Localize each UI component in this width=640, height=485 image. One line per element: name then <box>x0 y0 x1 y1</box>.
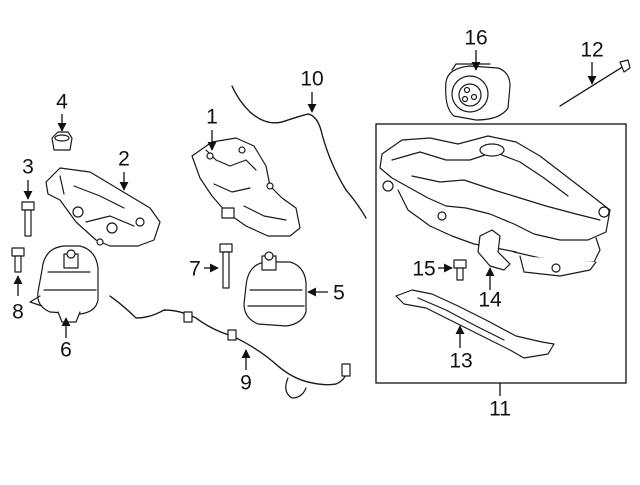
vacuum-line-part-9 <box>109 295 351 399</box>
bolt-part-15 <box>453 259 467 281</box>
mount-part-5 <box>243 251 307 327</box>
callout-15: 15 <box>412 257 436 281</box>
callout-16: 16 <box>464 26 488 50</box>
callout-3: 3 <box>22 155 34 179</box>
bracket-part-14 <box>477 229 511 271</box>
heatshield-part-1 <box>191 137 301 237</box>
callout-8: 8 <box>12 300 24 324</box>
mount-part-6 <box>29 245 99 323</box>
callout-7: 7 <box>189 257 201 281</box>
callout-11: 11 <box>489 397 511 421</box>
bracket-part-2 <box>45 167 161 247</box>
callout-6: 6 <box>60 338 72 362</box>
bolt-part-7 <box>219 243 233 289</box>
callout-14: 14 <box>478 288 502 312</box>
hose-part-10 <box>231 85 367 219</box>
callout-13: 13 <box>449 349 473 373</box>
subframe-group-box <box>375 123 627 384</box>
subframe-part-11 <box>379 135 611 277</box>
callout-2: 2 <box>118 147 130 171</box>
callout-10: 10 <box>300 67 324 91</box>
callout-4: 4 <box>56 90 68 114</box>
bolt-part-12 <box>559 59 631 107</box>
callout-12: 12 <box>580 38 604 62</box>
nut-part-4 <box>51 131 73 151</box>
bolt-part-3 <box>21 201 35 237</box>
brace-part-13 <box>395 289 555 359</box>
callout-9: 9 <box>240 371 252 395</box>
bushing-part-16 <box>445 63 511 121</box>
callout-1: 1 <box>206 105 218 129</box>
callout-5: 5 <box>333 281 345 305</box>
bolt-part-8 <box>11 247 25 273</box>
